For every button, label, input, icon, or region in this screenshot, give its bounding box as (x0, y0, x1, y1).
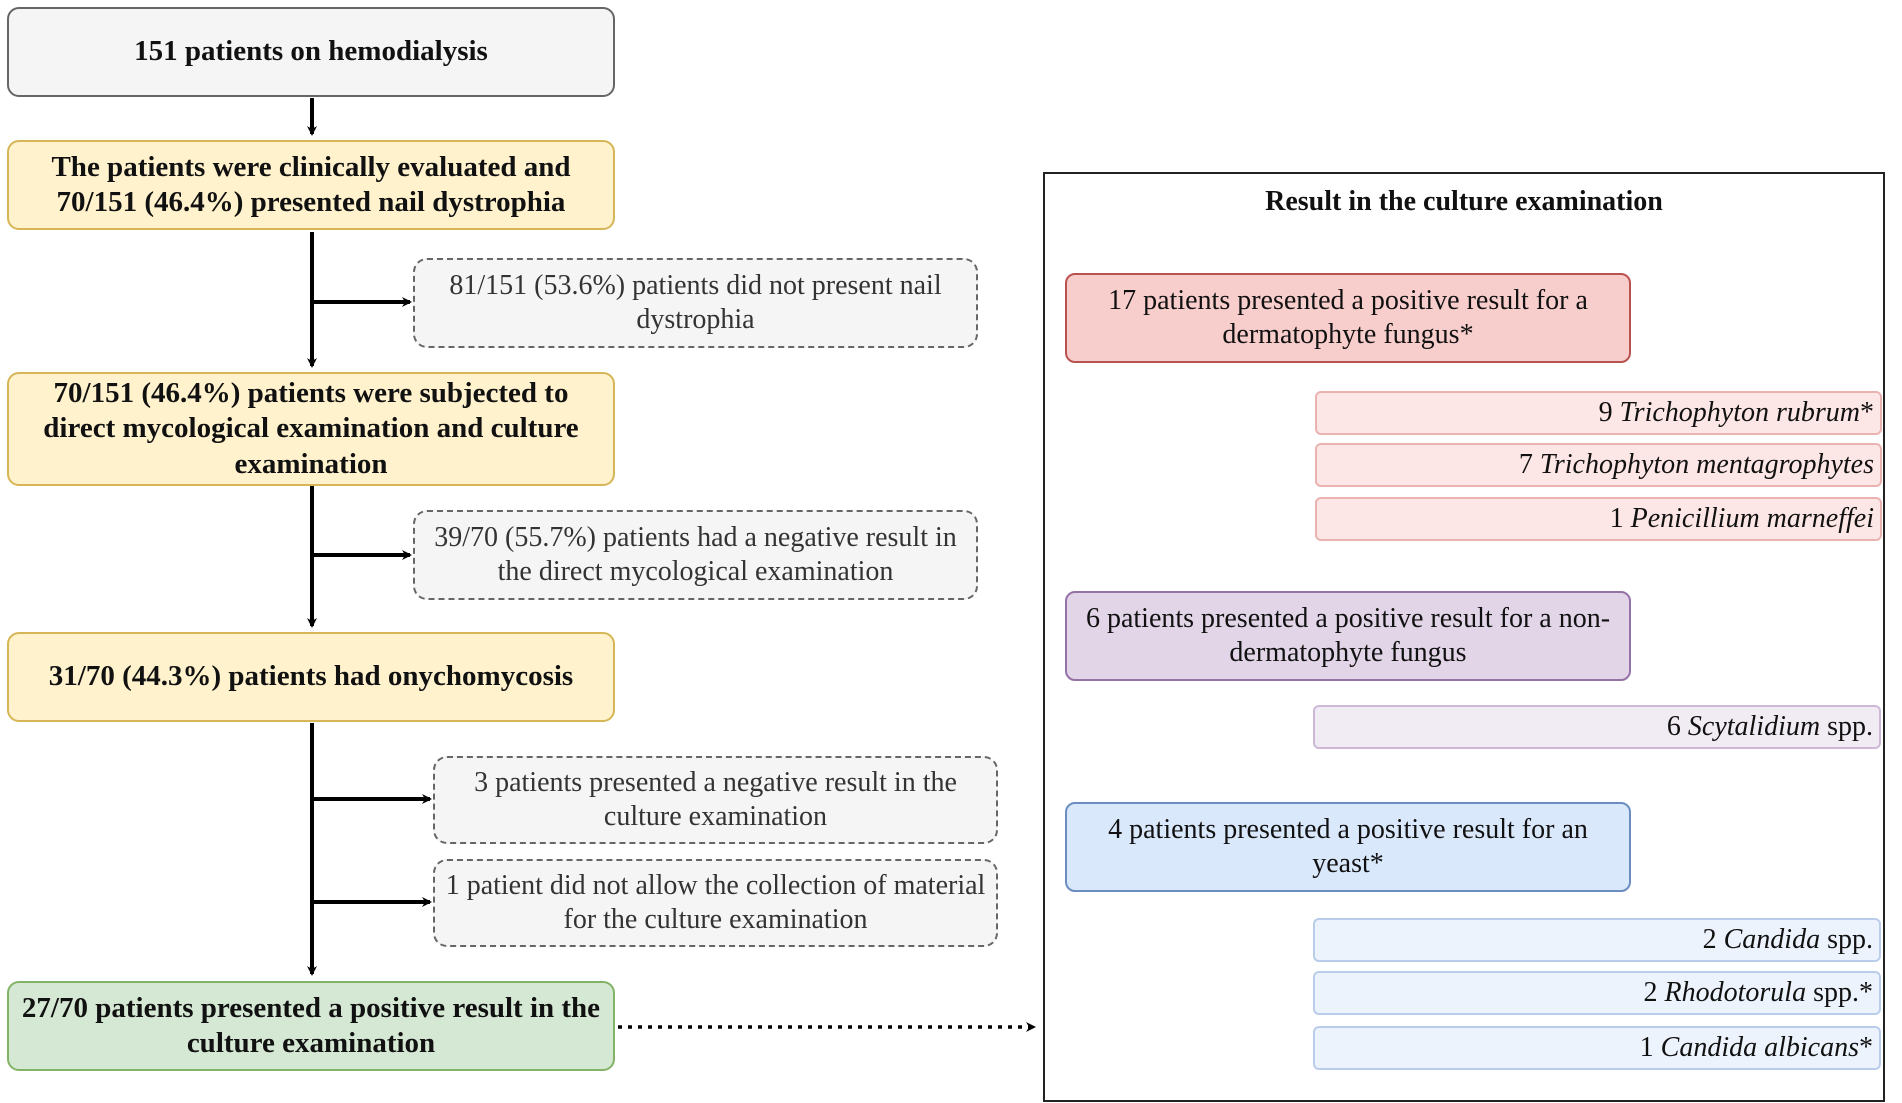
species-name: Scytalidium (1687, 711, 1821, 742)
species-suffix: * (1860, 397, 1874, 428)
species-name: Candida albicans (1660, 1032, 1859, 1063)
species-candida-albicans: 1 Candida albicans* (1313, 1026, 1881, 1070)
species-count: 2 (1643, 977, 1658, 1008)
species-count: 1 (1609, 503, 1624, 534)
step-mycological-examination-text: 70/151 (46.4%) patients were subjected t… (43, 376, 579, 480)
category-yeast-text: 4 patients presented a positive result f… (1108, 813, 1588, 879)
species-trichophyton-rubrum: 9 Trichophyton rubrum* (1315, 391, 1882, 435)
species-name: Trichophyton rubrum (1619, 397, 1860, 428)
step-positive-culture-text: 27/70 patients presented a positive resu… (21, 991, 601, 1059)
side-negative-culture-text: 3 patients presented a negative result i… (474, 766, 957, 832)
category-dermatophyte: 17 patients presented a positive result … (1065, 273, 1631, 363)
step-onychomycosis-text: 31/70 (44.3%) patients had onychomycosis (48, 660, 574, 693)
panel-title: Result in the culture examination (1265, 186, 1663, 217)
species-scytalidium: 6 Scytalidium spp. (1313, 705, 1881, 749)
step-hemodialysis-text: 151 patients on hemodialysis (134, 35, 488, 68)
category-non-dermatophyte: 6 patients presented a positive result f… (1065, 591, 1631, 681)
category-dermatophyte-text: 17 patients presented a positive result … (1108, 284, 1588, 350)
species-name: Rhodotorula (1664, 977, 1807, 1008)
side-no-collection: 1 patient did not allow the collection o… (433, 859, 998, 947)
step-clinical-evaluation-text: The patients were clinically evaluated a… (51, 150, 571, 218)
species-count: 7 (1518, 449, 1533, 480)
side-no-dystrophia-text: 81/151 (53.6%) patients did not present … (449, 269, 942, 335)
species-trichophyton-mentagrophytes: 7 Trichophyton mentagrophytes (1315, 443, 1882, 487)
category-yeast: 4 patients presented a positive result f… (1065, 802, 1631, 892)
species-count: 6 (1666, 711, 1681, 742)
side-negative-direct-text: 39/70 (55.7%) patients had a negative re… (434, 521, 957, 587)
side-negative-culture: 3 patients presented a negative result i… (433, 756, 998, 844)
species-suffix: * (1859, 1032, 1873, 1063)
species-penicillium-marneffei: 1 Penicillium marneffei (1315, 497, 1882, 541)
species-count: 2 (1702, 924, 1717, 955)
species-name: Trichophyton mentagrophytes (1539, 449, 1874, 480)
side-no-dystrophia: 81/151 (53.6%) patients did not present … (413, 258, 978, 348)
step-onychomycosis: 31/70 (44.3%) patients had onychomycosis (7, 632, 615, 722)
species-count: 1 (1639, 1032, 1654, 1063)
species-rhodotorula: 2 Rhodotorula spp.* (1313, 971, 1881, 1015)
species-count: 9 (1598, 397, 1613, 428)
side-no-collection-text: 1 patient did not allow the collection o… (445, 869, 986, 935)
species-suffix: spp.* (1806, 977, 1873, 1008)
step-mycological-examination: 70/151 (46.4%) patients were subjected t… (7, 372, 615, 486)
step-hemodialysis-patients: 151 patients on hemodialysis (7, 7, 615, 97)
step-positive-culture: 27/70 patients presented a positive resu… (7, 981, 615, 1071)
species-suffix: spp. (1820, 924, 1873, 955)
species-suffix: spp. (1820, 711, 1873, 742)
step-clinical-evaluation: The patients were clinically evaluated a… (7, 140, 615, 230)
species-name: Candida (1723, 924, 1821, 955)
species-candida: 2 Candida spp. (1313, 918, 1881, 962)
category-non-dermatophyte-text: 6 patients presented a positive result f… (1085, 602, 1611, 668)
side-negative-direct: 39/70 (55.7%) patients had a negative re… (413, 510, 978, 600)
species-name: Penicillium marneffei (1630, 503, 1874, 534)
